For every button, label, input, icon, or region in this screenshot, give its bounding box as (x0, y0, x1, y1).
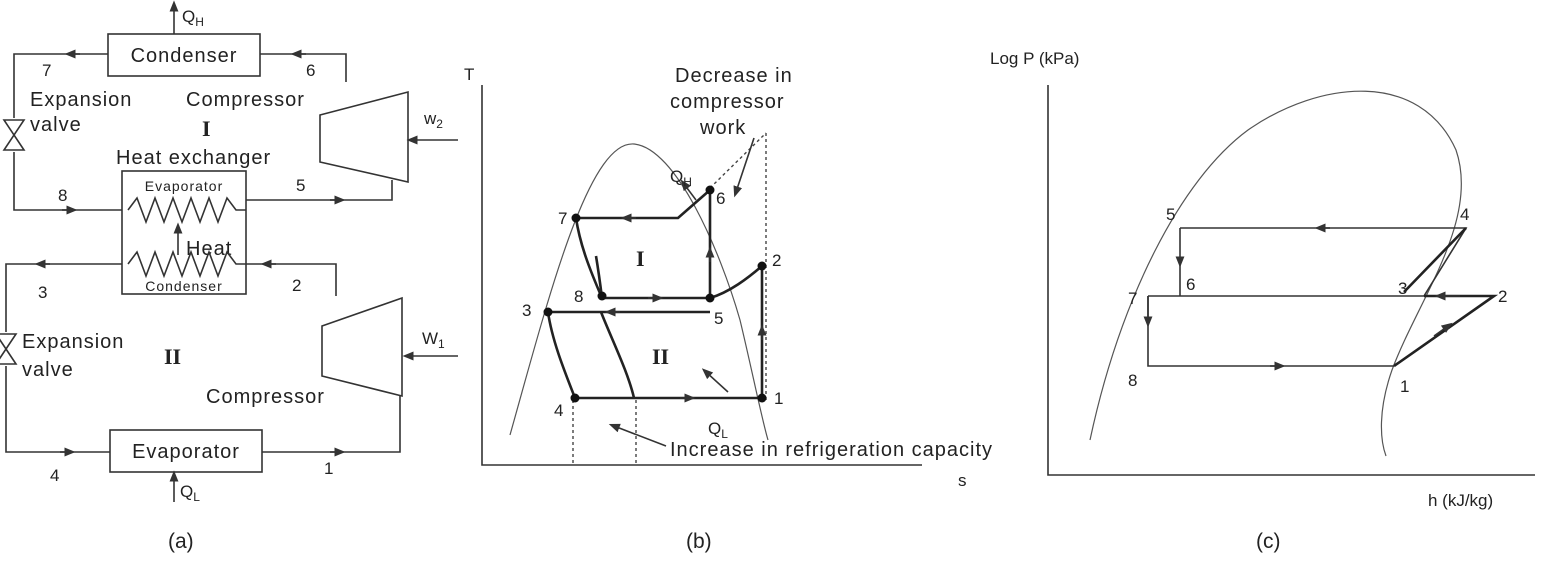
ts-ql-arrow-icon (701, 368, 729, 393)
point-b-7: 7 (558, 209, 567, 228)
expansion-valve-bottom-icon (0, 333, 18, 365)
ts-annotation-top-arrow-icon (733, 137, 755, 198)
panel-a-schematic: Condenser QH Evaporator Heat Condenser H… (0, 0, 458, 553)
ts-cycle-1 (574, 189, 712, 300)
point-b-5: 5 (714, 309, 723, 328)
ql-label: QL (180, 482, 200, 504)
panel-c-ph-diagram: Log P (kPa) h (kJ/kg) 1 2 3 4 5 6 7 8 (c… (990, 49, 1535, 553)
compressor-bottom-icon (321, 296, 403, 398)
point-c-1: 1 (1400, 377, 1409, 396)
caption-b: (b) (686, 530, 712, 553)
ph-saturation-dome (1089, 90, 1462, 457)
expansion-bottom-line2: valve (22, 359, 74, 381)
ts-saturation-dome (509, 143, 769, 441)
condenser-top-label: Condenser (131, 45, 238, 67)
ph-cycle-lower (1147, 296, 1394, 367)
point-a-1: 1 (324, 459, 333, 478)
evaporator-bottom-label: Evaporator (132, 441, 240, 463)
panel-b-ts-diagram: T s QH QL (464, 65, 993, 553)
expansion-bottom-line1: Expansion (22, 331, 124, 353)
caption-a: (a) (168, 530, 194, 553)
ts-cycle-2 (546, 263, 764, 400)
expansion-top-line2: valve (30, 114, 82, 136)
point-a-6: 6 (306, 61, 315, 80)
point-c-8: 8 (1128, 371, 1137, 390)
ts-ql-label: QL (708, 419, 728, 441)
evaporator-bottom-box (109, 429, 263, 473)
point-b-8: 8 (574, 287, 583, 306)
heat-label: Heat (186, 238, 232, 260)
ph-axes (1047, 85, 1535, 476)
ts-annotation-bottom-arrow-icon (608, 423, 667, 447)
point-c-6: 6 (1186, 275, 1195, 294)
w1-label: W1 (422, 329, 445, 351)
evaporator-coil-icon (127, 195, 246, 225)
condenser-bottom-label: Condenser (145, 278, 223, 294)
point-a-5: 5 (296, 176, 305, 195)
compressor-top-label: Compressor (186, 89, 305, 111)
point-a-3: 3 (38, 283, 47, 302)
ts-x-axis-label: s (958, 471, 967, 490)
point-c-7: 7 (1128, 289, 1137, 308)
point-b-6: 6 (716, 189, 725, 208)
point-c-2: 2 (1498, 287, 1507, 306)
point-a-8: 8 (58, 186, 67, 205)
point-a-7: 7 (42, 61, 51, 80)
ts-y-axis-label: T (464, 65, 474, 84)
compressor-bottom-label: Compressor (206, 386, 325, 408)
ts-qh-arrow-icon (680, 179, 697, 201)
point-a-2: 2 (292, 276, 301, 295)
point-a-4: 4 (50, 466, 59, 485)
expansion-valve-top-icon (2, 119, 26, 151)
caption-c: (c) (1256, 530, 1281, 553)
ph-cycle-upper (1148, 227, 1468, 297)
point-b-4: 4 (554, 401, 563, 420)
stage-2-label-b: II (652, 344, 669, 369)
heat-exchanger-label: Heat exchanger (116, 147, 271, 169)
expansion-top-line1: Expansion (30, 89, 132, 111)
stage-2-label-a: II (164, 344, 181, 369)
point-c-5: 5 (1166, 205, 1175, 224)
ts-axes (481, 85, 922, 466)
condenser-top-box (107, 33, 261, 77)
point-b-3: 3 (522, 301, 531, 320)
condenser-coil-icon (127, 249, 246, 279)
heat-exchanger-box (121, 170, 247, 295)
w2-label: w2 (423, 109, 443, 131)
ph-x-axis-label: h (kJ/kg) (1428, 491, 1493, 510)
compressor-top-icon (319, 90, 409, 184)
stage-1-label-b: I (636, 246, 645, 271)
ts-annotation-top-2: compressor (670, 91, 784, 113)
ph-y-axis-label: Log P (kPa) (990, 49, 1079, 68)
evaporator-top-label: Evaporator (145, 178, 223, 194)
ts-annotation-bottom: Increase in refrigeration capacity (670, 439, 993, 461)
point-c-4: 4 (1460, 205, 1469, 224)
qh-label: QH (182, 7, 204, 29)
point-b-2: 2 (772, 251, 781, 270)
stage-1-label-a: I (202, 116, 211, 141)
ts-qh-label: QH (670, 167, 692, 189)
ts-annotation-top-3: work (699, 117, 746, 139)
point-c-3: 3 (1398, 279, 1407, 298)
ts-annotation-top-1: Decrease in (675, 65, 793, 87)
point-b-1: 1 (774, 389, 783, 408)
